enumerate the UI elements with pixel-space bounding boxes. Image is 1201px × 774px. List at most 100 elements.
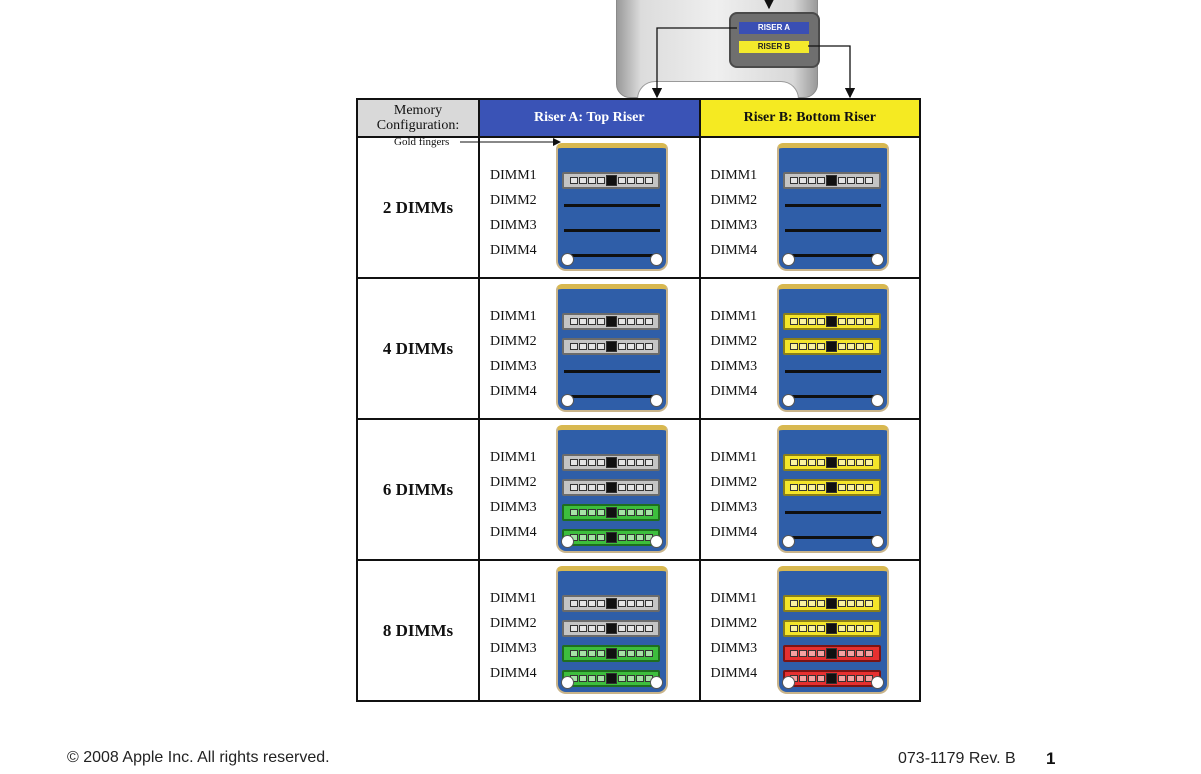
mount-hole-icon (870, 394, 884, 407)
dimm-chip (569, 484, 578, 491)
slot-label: DIMM1 (490, 591, 537, 606)
dimm-chip (569, 650, 578, 657)
dimm-chip (596, 675, 605, 682)
dimm-chip (817, 459, 825, 466)
dimm-center-chip (826, 316, 837, 327)
dimm-chip (635, 625, 644, 632)
dimm-chip (817, 318, 825, 325)
dimm-chip (799, 318, 807, 325)
mount-hole-icon (650, 676, 663, 689)
riser-board (556, 143, 668, 271)
dimm-chip (617, 534, 626, 541)
dimm-chip (569, 600, 578, 607)
dimm-chip (569, 318, 578, 325)
row-label: 4 DIMMs (356, 277, 480, 420)
dimm-chip (838, 484, 846, 491)
dimm-chip (578, 484, 587, 491)
dimm-chip (856, 625, 864, 632)
riser-a-tag: RISER A (739, 22, 809, 34)
dimm-chip (790, 600, 798, 607)
slot-label: DIMM4 (490, 666, 537, 681)
dimm-module-gray (782, 172, 881, 189)
dimm-chip (808, 600, 816, 607)
dimm-chip (808, 318, 816, 325)
empty-slot (784, 536, 881, 539)
dimm-chip (626, 177, 635, 184)
empty-slot (784, 229, 881, 232)
slot-label: DIMM4 (490, 243, 537, 258)
dimm-chip (856, 484, 864, 491)
dimm-chip (635, 509, 644, 516)
riser-board (776, 566, 889, 694)
dimm-module-yellow (782, 338, 881, 355)
dimm-center-chip (826, 623, 837, 634)
dimm-chip (808, 459, 816, 466)
dimm-chip (578, 343, 587, 350)
dimm-chip (644, 509, 653, 516)
slot-label: DIMM3 (710, 359, 758, 374)
dimm-chip (808, 650, 816, 657)
dimm-center-chip (605, 532, 617, 543)
slot-label: DIMM4 (710, 525, 758, 540)
dimm-chip (617, 343, 626, 350)
dimm-chip (626, 625, 635, 632)
dimm-center-chip (826, 341, 837, 352)
dimm-chip (847, 625, 855, 632)
riser-board (776, 425, 889, 553)
empty-slot (564, 204, 660, 207)
dimm-center-chip (605, 341, 617, 352)
dimm-chip (626, 509, 635, 516)
slot-label: DIMM1 (490, 309, 537, 324)
dimm-chip (644, 625, 653, 632)
slot-label: DIMM3 (490, 500, 537, 515)
slot-label: DIMM3 (710, 500, 758, 515)
slot-label: DIMM2 (710, 616, 758, 631)
dimm-chip (799, 177, 807, 184)
dimm-chip (644, 318, 653, 325)
dimm-chip (626, 343, 635, 350)
dimm-chip (865, 459, 873, 466)
dimm-chip (865, 318, 873, 325)
dimm-chip (626, 534, 635, 541)
slot-label: DIMM2 (710, 193, 758, 208)
dimm-chip (838, 600, 846, 607)
dimm-chip (596, 177, 605, 184)
dimm-chip (817, 177, 825, 184)
dimm-chip (617, 650, 626, 657)
dimm-module-green (562, 670, 660, 687)
dimm-chip (617, 177, 626, 184)
dimm-chip (635, 484, 644, 491)
mount-hole-icon (561, 676, 574, 689)
dimm-chip (790, 177, 798, 184)
dimm-chip (856, 318, 864, 325)
mount-hole-icon (781, 676, 795, 689)
dimm-chip (790, 459, 798, 466)
dimm-center-chip (826, 673, 837, 684)
dimm-center-chip (605, 175, 617, 186)
dimm-chip (799, 675, 807, 682)
mount-hole-icon (781, 535, 795, 548)
dimm-chip (569, 509, 578, 516)
row-label: 6 DIMMs (356, 418, 480, 561)
dimm-chip (578, 534, 587, 541)
dimm-chip (865, 343, 873, 350)
dimm-chip (799, 600, 807, 607)
dimm-module-green (562, 645, 660, 662)
dimm-module-red (782, 645, 881, 662)
dimm-chip (838, 675, 846, 682)
dimm-chip (817, 650, 825, 657)
mount-hole-icon (781, 253, 795, 266)
dimm-center-chip (826, 598, 837, 609)
dimm-module-green (562, 504, 660, 521)
dimm-chip (578, 177, 587, 184)
dimm-chip (847, 177, 855, 184)
dimm-chip (644, 343, 653, 350)
dimm-chip (799, 650, 807, 657)
slot-label: DIMM2 (490, 475, 537, 490)
mount-hole-icon (650, 394, 663, 407)
dimm-chip (838, 650, 846, 657)
